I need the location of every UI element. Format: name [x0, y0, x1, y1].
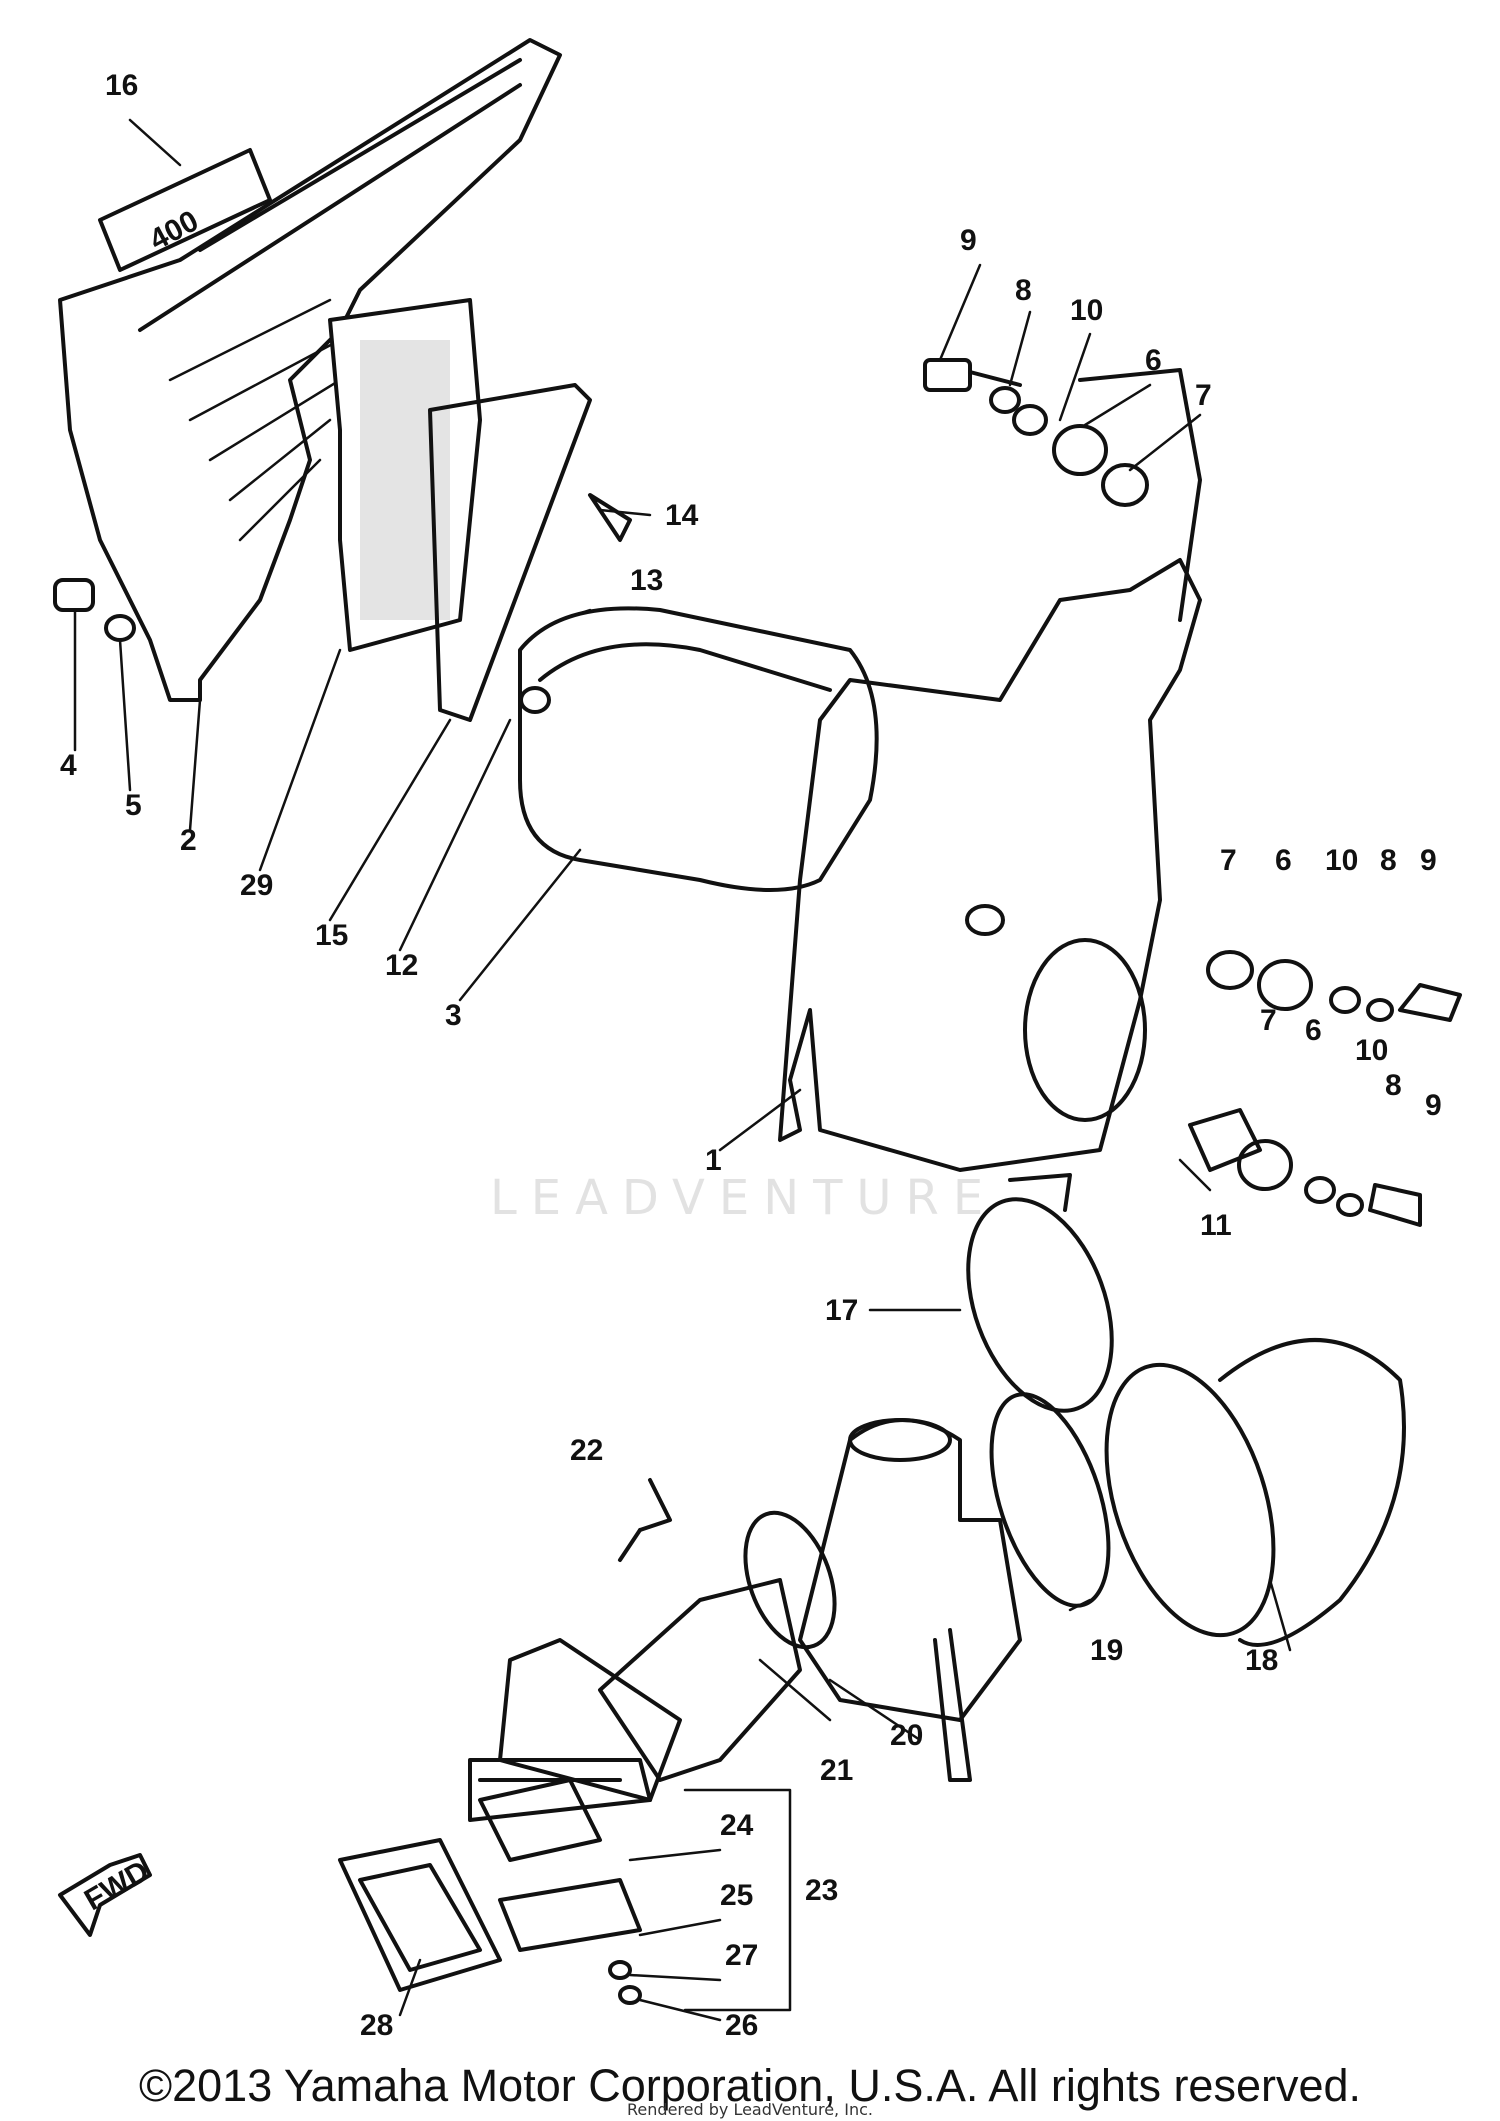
- rendered-by-text: Rendered by LeadVenture, Inc.: [627, 2100, 873, 2119]
- hose-clamp-19: [989, 1392, 1111, 1608]
- callout-20: 20: [890, 1719, 923, 1752]
- callout-7-top: 7: [1195, 379, 1212, 412]
- callout-10-low: 10: [1355, 1034, 1388, 1067]
- callout-4: 4: [60, 749, 77, 782]
- hardware-top: [923, 358, 1149, 507]
- fwd-arrow: FWD: [58, 1853, 155, 1937]
- callout-8-top: 8: [1015, 274, 1032, 307]
- gasket-28: [338, 1838, 502, 1992]
- hose-clamp-17: [966, 1173, 1114, 1413]
- callout-1: 1: [705, 1144, 722, 1177]
- hardware-mid: [1206, 950, 1462, 1022]
- callout-10-top: 10: [1070, 294, 1103, 327]
- callout-27: 27: [725, 1939, 758, 1972]
- callout-2: 2: [180, 824, 197, 857]
- callout-28: 28: [360, 2009, 393, 2042]
- small-screws: [608, 1960, 642, 2005]
- callout-15: 15: [315, 919, 348, 952]
- callout-7-low: 7: [1260, 1004, 1277, 1037]
- callout-22: 22: [570, 1434, 603, 1467]
- callout-8-mid: 8: [1380, 844, 1397, 877]
- callout-11: 11: [1200, 1209, 1232, 1242]
- callout-16: 16: [105, 69, 138, 102]
- callout-6-top: 6: [1145, 344, 1162, 377]
- callout-24: 24: [720, 1809, 754, 1842]
- filter-housing: [518, 606, 879, 892]
- airbox-body: [778, 368, 1202, 1172]
- callout-23: 23: [805, 1874, 838, 1907]
- callout-25: 25: [720, 1879, 753, 1912]
- hardware-low: [1188, 1108, 1422, 1227]
- callout-7-mid: 7: [1220, 844, 1237, 877]
- emblem-plate-400: 400: [98, 148, 272, 272]
- callout-18: 18: [1245, 1644, 1278, 1677]
- callout-10-mid: 10: [1325, 844, 1358, 877]
- callout-6-low: 6: [1305, 1014, 1322, 1047]
- callout-5: 5: [125, 789, 142, 822]
- callout-12: 12: [385, 949, 418, 982]
- callout-14: 14: [665, 499, 699, 532]
- callout-3: 3: [445, 999, 462, 1032]
- callout-8-low: 8: [1385, 1069, 1402, 1102]
- callout-13: 13: [630, 564, 663, 597]
- airbox-cover: [58, 38, 562, 702]
- callout-19: 19: [1090, 1634, 1123, 1667]
- callout-17: 17: [825, 1294, 858, 1327]
- watermark-text: LEADVENTURE: [490, 1170, 998, 1226]
- copyright-text: ©2013 Yamaha Motor Corporation, U.S.A. A…: [138, 2060, 1362, 2111]
- callout-9-mid: 9: [1420, 844, 1437, 877]
- carb-joint: [598, 1510, 837, 1782]
- reed-petals: [478, 1778, 642, 1952]
- callout-26: 26: [725, 2009, 758, 2042]
- callout-9-top: 9: [960, 224, 977, 257]
- callout-9-low: 9: [1425, 1089, 1442, 1122]
- filter-frame: [428, 383, 592, 722]
- callout-29: 29: [240, 869, 273, 902]
- leader-lines: [73, 118, 1292, 2022]
- callout-labels: 16 9 8 10 6 7 14 13 4 5 2 29 15 12 3 7 6…: [60, 69, 1442, 2042]
- bolt-22: [618, 1478, 672, 1562]
- carburetor: [798, 1418, 1022, 1782]
- air-filter-element: [328, 298, 482, 652]
- reed-valve-assembly: [468, 1638, 682, 1822]
- intake-boot-18: [1104, 1338, 1406, 1647]
- callout-6-mid: 6: [1275, 844, 1292, 877]
- callout-21: 21: [820, 1754, 853, 1787]
